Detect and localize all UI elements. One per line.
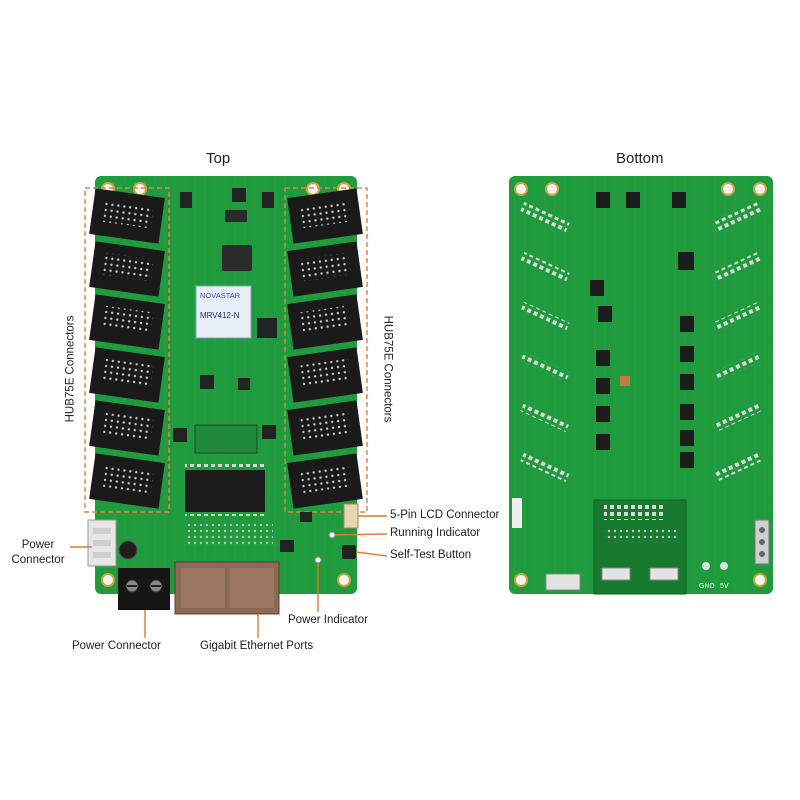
callout-line-running — [334, 533, 388, 536]
hub75e-connector — [89, 400, 165, 456]
hub75e-connector — [287, 241, 363, 297]
power-connector-bottom-label: Power Connector — [72, 640, 161, 652]
lcd-connector-label: 5-Pin LCD Connector — [390, 509, 500, 521]
mounting-holes-bottom — [514, 182, 767, 587]
running-indicator-label: Running Indicator — [390, 527, 481, 539]
gnd-mark: GND — [699, 583, 715, 590]
chip-brand-text: NOVASTAR — [200, 291, 241, 300]
hub75e-pins-left — [520, 201, 570, 483]
hub75e-connector — [89, 241, 165, 297]
power-indicator-label: Power Indicator — [288, 614, 368, 626]
hub75e-connector — [287, 294, 363, 350]
top-board: NOVASTAR MRV412-N — [84, 176, 368, 615]
power-connector-white — [87, 519, 117, 567]
gigabit-ethernet-label: Gigabit Ethernet Ports — [200, 640, 314, 652]
callout-lines — [70, 515, 388, 638]
hub75e-connector — [287, 188, 363, 244]
hub75e-left-dashed-box — [84, 187, 170, 513]
terminal-block-connector — [118, 568, 170, 610]
self-test-button-label: Self-Test Button — [390, 549, 472, 561]
hub75e-connector — [89, 294, 165, 350]
hub75e-connector — [89, 347, 165, 403]
processor-chip — [185, 470, 265, 512]
hub75e-connector — [287, 453, 363, 509]
hub75e-connector — [287, 400, 363, 456]
controller-chip-label — [195, 285, 252, 339]
bottom-ics — [590, 192, 694, 468]
hub75e-right-label: HUB75E Connectors — [381, 315, 394, 423]
callout-line-self-test — [355, 551, 388, 557]
running-indicator-led — [328, 531, 336, 539]
power-connector-side-label: Power Connector — [11, 539, 65, 566]
five-v-mark: 5V — [720, 583, 729, 590]
hub75e-connector — [89, 453, 165, 509]
self-test-button — [342, 545, 356, 559]
hub75e-left-label: HUB75E Connectors — [64, 315, 77, 423]
ethernet-ports — [174, 561, 280, 615]
chip-model-text: MRV412-N — [200, 311, 240, 320]
central-components — [173, 188, 312, 552]
hub75e-connector — [89, 188, 165, 244]
hub75e-connector — [287, 347, 363, 403]
top-view-title: Top — [206, 150, 231, 167]
hub75e-connectors-left — [89, 188, 165, 509]
hub75e-pins-right — [712, 201, 762, 483]
lcd-connector — [343, 503, 359, 529]
hub75e-connectors-right — [287, 188, 363, 509]
bottom-board: GND 5V — [509, 176, 773, 595]
power-indicator-led — [314, 556, 322, 564]
hub75e-right-dashed-box — [284, 187, 368, 513]
bottom-view-title: Bottom — [616, 150, 664, 167]
